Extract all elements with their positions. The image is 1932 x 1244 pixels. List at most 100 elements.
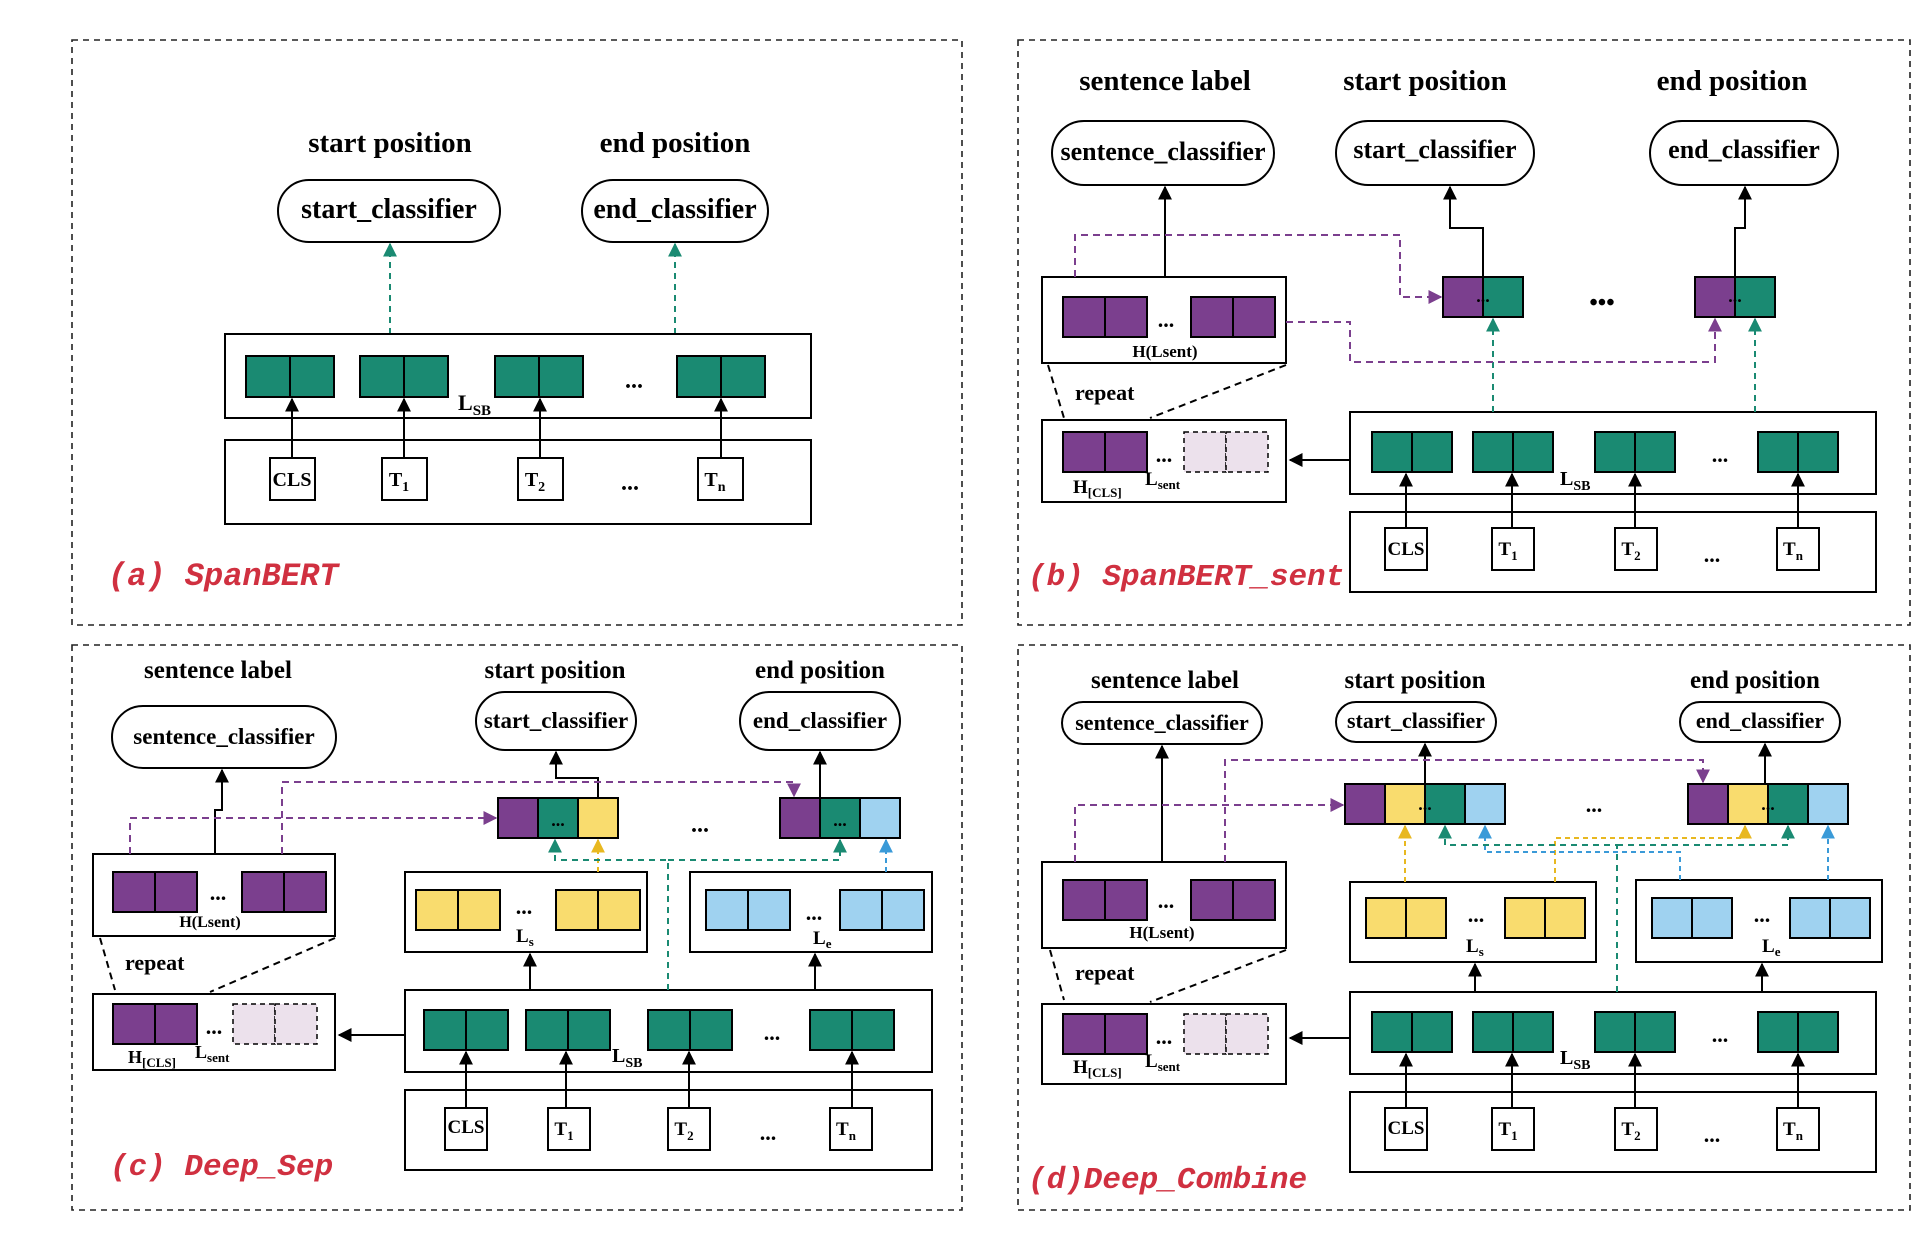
repeat-label: repeat [1075, 960, 1135, 985]
ls-cell [1504, 897, 1546, 939]
lsb-cell [647, 1009, 691, 1051]
ls-label: Ls [1466, 936, 1484, 959]
combined-cell-start [1344, 783, 1386, 825]
lsb-cell [1512, 431, 1554, 473]
end-classifier-node [581, 179, 769, 243]
lsb-cell [676, 355, 722, 398]
ellipsis: ... [1728, 286, 1742, 306]
lsb-cell [423, 1009, 467, 1051]
ellipsis: ... [1704, 1122, 1721, 1147]
h-lsent-cell [283, 871, 327, 913]
ls-cell [1405, 897, 1447, 939]
lsb-cell [1594, 431, 1636, 473]
hcls-cell [1062, 431, 1106, 473]
hcls-cell [1062, 1013, 1106, 1055]
le-cell [1651, 897, 1693, 939]
hcls-cell [1104, 1013, 1148, 1055]
panel-d-deep-combine: sentence label start position end positi… [1017, 644, 1911, 1211]
label-start-position: start position [308, 127, 472, 159]
hcls-label: H[CLS] [128, 1047, 176, 1070]
label-start-position: start position [1343, 65, 1507, 97]
h-lsent-cell [112, 871, 156, 913]
lsb-cell [1411, 1011, 1453, 1053]
h-lsent-label: H(Lsent) [1129, 923, 1194, 942]
combined-cell-start [1482, 276, 1524, 318]
ellipsis: ... [1156, 442, 1173, 467]
ellipsis: ... [691, 812, 709, 838]
combined-cell-end [1807, 783, 1849, 825]
h-lsent-cell [1062, 296, 1106, 338]
token-cls-box [1384, 1107, 1428, 1151]
teal-arrow-end [668, 838, 847, 861]
hcls-box [1041, 419, 1287, 503]
token-tn-box [1776, 1107, 1820, 1151]
ellipsis: ... [516, 894, 533, 919]
ls-cell [457, 889, 501, 931]
combined-cell-start [577, 797, 619, 839]
token-t1-label: T1 [1498, 539, 1517, 563]
repeat-line [209, 937, 336, 993]
lsb-cell [1371, 1011, 1413, 1053]
arrow-to-sentence-classifier [214, 768, 229, 854]
lsent-label: Lsent [195, 1042, 230, 1065]
token-t2-box [1614, 527, 1658, 571]
combined-cell-start [1384, 783, 1426, 825]
le-cell [1829, 897, 1871, 939]
lsb-cell [525, 1009, 569, 1051]
h-lsent-cell [1062, 879, 1106, 921]
token-cls-label: CLS [273, 469, 312, 491]
lsb-label: LSB [1560, 468, 1590, 494]
token-t1: T1 [381, 457, 428, 501]
h-lsent-label: H(Lsent) [179, 914, 240, 931]
lsb-cell [809, 1009, 853, 1051]
label-start-position: start position [485, 657, 626, 684]
ellipsis: ... [1468, 902, 1485, 927]
le-cell [1789, 897, 1831, 939]
ellipsis: ... [206, 1014, 223, 1039]
lsb-cell [403, 355, 449, 398]
ellipsis: ... [806, 900, 823, 925]
label-start-position: start position [1345, 667, 1486, 694]
label-end-position: end position [1657, 65, 1808, 97]
start-classifier-label: start_classifier [1353, 135, 1516, 164]
combined-cell-end [1687, 783, 1729, 825]
start-classifier-label: start_classifier [1347, 708, 1485, 733]
hcls-box [92, 993, 336, 1071]
hcls-cell [154, 1003, 198, 1045]
input-token-box [1349, 1091, 1877, 1173]
sentence-classifier-node [1061, 701, 1263, 745]
h-lsent-cell [1104, 296, 1148, 338]
arrow-to-end-classifier [1734, 185, 1752, 277]
le-cell [705, 889, 749, 931]
ellipsis: ... [1761, 794, 1775, 814]
lsb-cell [359, 355, 405, 398]
ellipsis: ... [1418, 794, 1432, 814]
h-lsent-cell [241, 871, 285, 913]
ellipsis: ... [1586, 792, 1603, 817]
token-t2: T2 [517, 457, 564, 501]
h-lsent-cell [1104, 879, 1148, 921]
token-t2-box [1614, 1107, 1658, 1151]
lsb-layer-box [1349, 991, 1877, 1075]
token-tn-label: Tn [1783, 1119, 1804, 1143]
ls-layer-box [1349, 881, 1597, 963]
label-sentence-label: sentence label [1091, 667, 1239, 694]
token-tn-box [697, 457, 744, 501]
hcls-label: H[CLS] [1073, 1057, 1122, 1080]
purple-arrow-end [1224, 759, 1710, 862]
lsb-cell [1411, 431, 1453, 473]
lsb-cell [1634, 431, 1676, 473]
lsb-cell [567, 1009, 611, 1051]
lsb-label: LSB [458, 390, 491, 419]
combined-cell-end [859, 797, 901, 839]
lsb-cell [1472, 431, 1514, 473]
token-tn: Tn [697, 457, 744, 501]
lsb-cell [851, 1009, 895, 1051]
arrow-to-start-classifier [1443, 185, 1484, 277]
combined-cell-start [1424, 783, 1466, 825]
ellipsis: ... [1158, 307, 1175, 332]
lsb-cell [1472, 1011, 1514, 1053]
ellipsis: ... [760, 1120, 777, 1145]
end-classifier-node [1679, 701, 1841, 743]
